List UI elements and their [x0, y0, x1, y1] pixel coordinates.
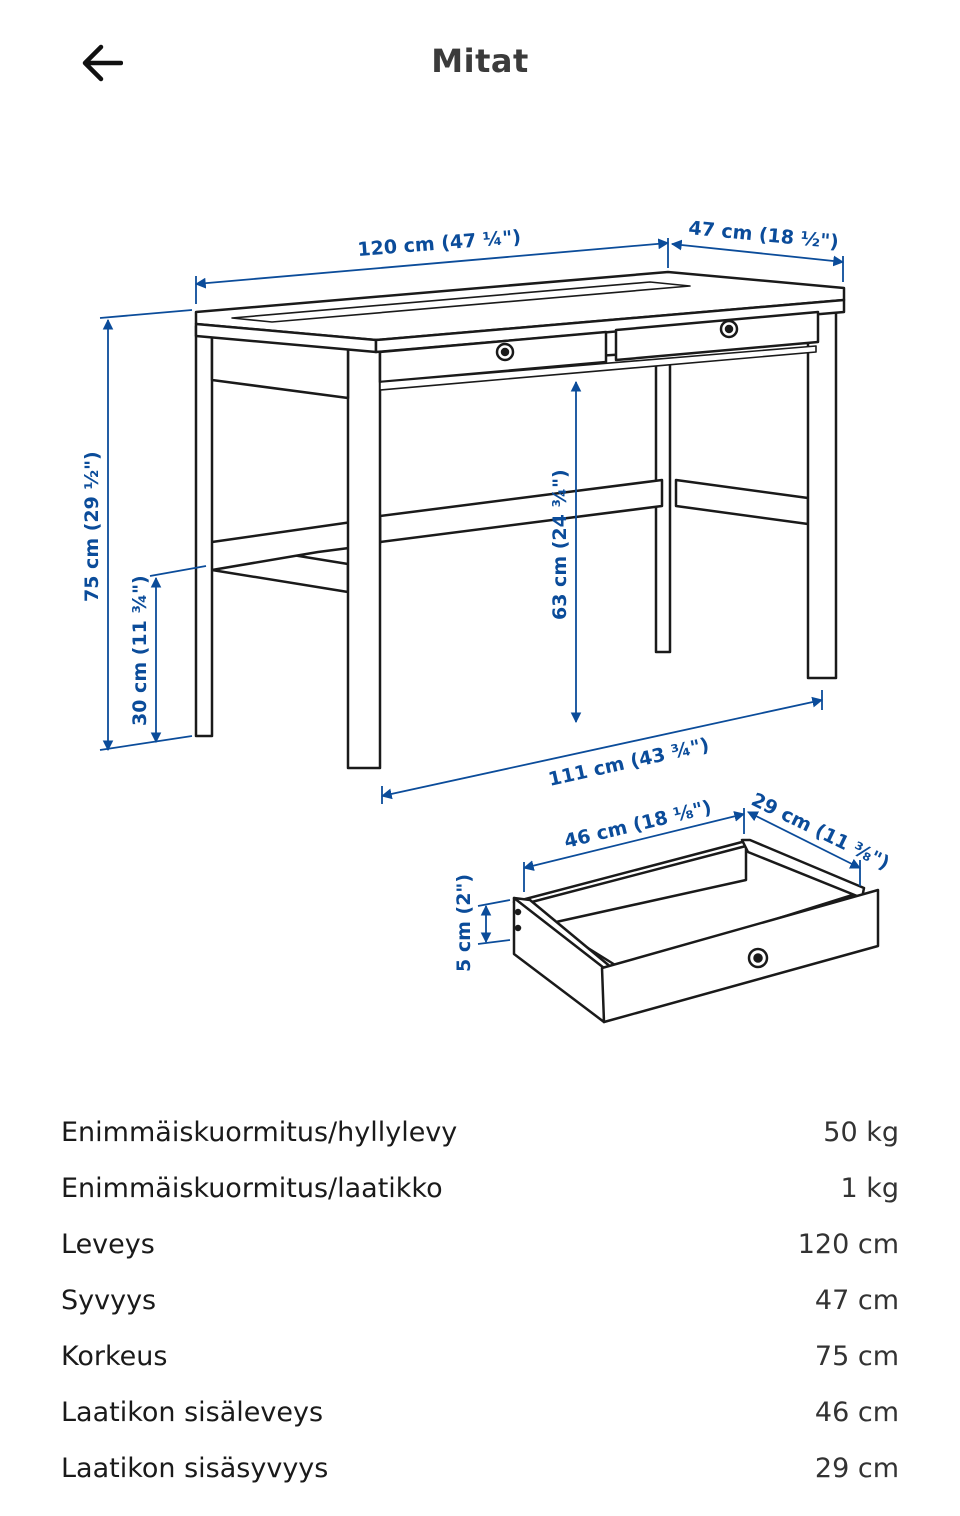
- spec-label: Korkeus: [61, 1340, 168, 1372]
- spec-label: Leveys: [61, 1228, 155, 1260]
- spec-value: 50 kg: [823, 1116, 899, 1148]
- dimension-lines: [99, 238, 861, 945]
- spec-row: Enimmäiskuormitus/laatikko 1 kg: [61, 1160, 899, 1216]
- header: Mitat: [0, 0, 960, 128]
- spec-label: Enimmäiskuormitus/hyllylevy: [61, 1116, 458, 1148]
- spec-label: Laatikon sisäleveys: [61, 1396, 324, 1428]
- shelf-height-label: 30 cm (11 ¾"): [129, 575, 151, 726]
- specs-list: Enimmäiskuormitus/hyllylevy 50 kg Enimmä…: [61, 1104, 899, 1496]
- spec-row: Korkeus 75 cm: [61, 1328, 899, 1384]
- arrow-left-icon: [82, 44, 123, 82]
- spec-value: 47 cm: [814, 1284, 899, 1316]
- spec-label: Enimmäiskuormitus/laatikko: [61, 1172, 443, 1204]
- spec-value: 75 cm: [814, 1340, 899, 1372]
- spec-value: 29 cm: [814, 1452, 899, 1484]
- knee-height-label: 63 cm (24 ¾"): [549, 469, 571, 620]
- spec-value: 120 cm: [797, 1228, 899, 1260]
- spec-row: Leveys 120 cm: [61, 1216, 899, 1272]
- spec-row: Syvyys 47 cm: [61, 1272, 899, 1328]
- spec-value: 46 cm: [814, 1396, 899, 1428]
- height-label: 75 cm (29 ½"): [81, 451, 103, 602]
- back-button[interactable]: [66, 30, 136, 96]
- desk-drawing: [194, 270, 846, 770]
- spec-label: Syvyys: [61, 1284, 157, 1316]
- spec-row: Laatikon sisäsyvyys 29 cm: [61, 1440, 899, 1496]
- drawer-drawing: [512, 838, 880, 1024]
- dimension-diagram: 120 cm (47 ¼") 47 cm (18 ½") 75 cm (29 ½…: [0, 180, 960, 1060]
- spec-label: Laatikon sisäsyvyys: [61, 1452, 329, 1484]
- drawer-height-label: 5 cm (2"): [453, 874, 475, 972]
- spec-row: Enimmäiskuormitus/hyllylevy 50 kg: [61, 1104, 899, 1160]
- width-label: 120 cm (47 ¼"): [357, 226, 522, 261]
- page-title: Mitat: [431, 42, 529, 80]
- spec-value: 1 kg: [840, 1172, 899, 1204]
- spec-row: Laatikon sisäleveys 46 cm: [61, 1384, 899, 1440]
- drawer-width-label: 46 cm (18 ⅛"): [562, 796, 714, 853]
- desk-illustration: 120 cm (47 ¼") 47 cm (18 ½") 75 cm (29 ½…: [81, 217, 893, 1024]
